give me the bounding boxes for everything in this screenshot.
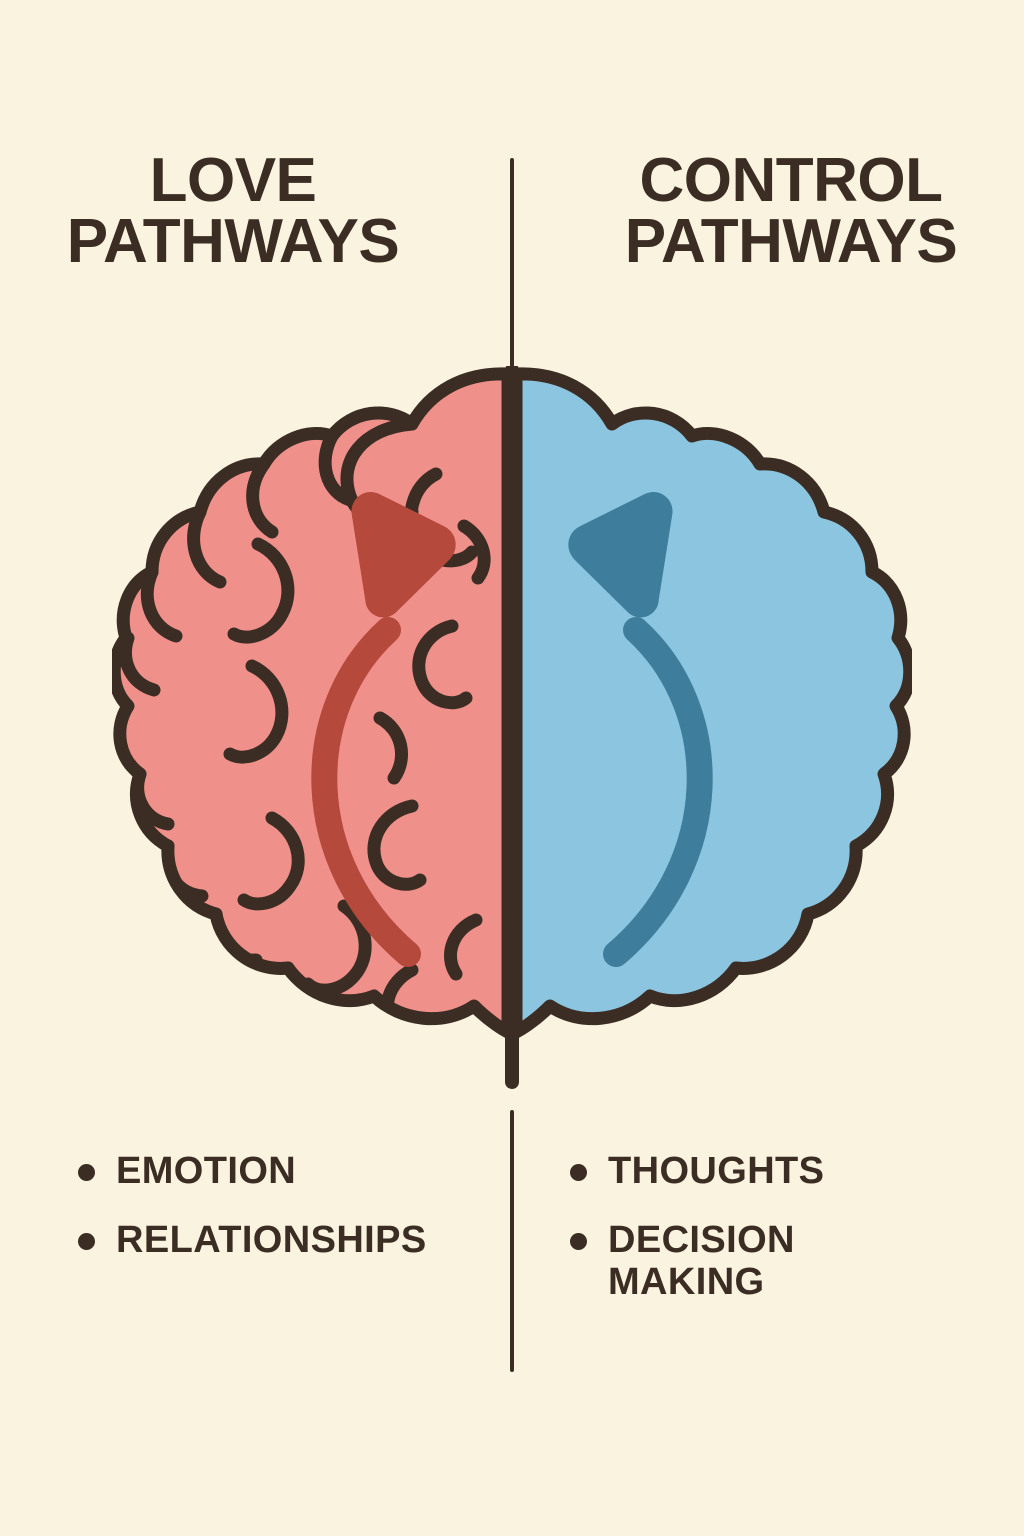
bullet-dot-icon xyxy=(570,1232,587,1250)
right-hemisphere xyxy=(516,374,910,1032)
right-title-line-2: PATHWAYS xyxy=(624,207,958,277)
list-item: DECISION MAKING xyxy=(570,1219,1004,1304)
left-bullet-list: EMOTION RELATIONSHIPS xyxy=(0,1150,512,1400)
left-title-line-1: LOVE xyxy=(149,146,317,215)
left-bullet-label-2: RELATIONSHIPS xyxy=(116,1218,427,1261)
left-title-line-2: PATHWAYS xyxy=(66,207,400,277)
list-item: RELATIONSHIPS xyxy=(78,1219,488,1262)
bullet-lists: EMOTION RELATIONSHIPS THOUGHTS DECISION … xyxy=(0,1150,1024,1400)
right-arrow-head xyxy=(568,492,673,618)
left-arrow-shaft xyxy=(311,617,421,967)
left-bullet-label-1: EMOTION xyxy=(116,1150,297,1192)
left-arrow-head xyxy=(351,492,456,618)
right-bullet-label-2: DECISION MAKING xyxy=(608,1218,795,1304)
bullet-dot-icon xyxy=(78,1232,95,1250)
bullet-dot-icon xyxy=(570,1164,587,1181)
right-column-title: CONTROL PATHWAYS xyxy=(512,146,1024,277)
right-title-line-1: CONTROL xyxy=(639,146,943,215)
right-hemisphere-body xyxy=(516,374,910,1032)
left-pathway-arrow xyxy=(311,492,456,967)
title-row: LOVE PATHWAYS CONTROL PATHWAYS xyxy=(0,146,1024,320)
brain-svg xyxy=(112,366,912,1089)
brain-illustration xyxy=(112,366,912,1102)
left-hemisphere xyxy=(114,374,508,1032)
vertical-divider-top xyxy=(510,158,514,376)
right-pathway-arrow xyxy=(568,492,713,967)
left-column-title: LOVE PATHWAYS xyxy=(0,146,512,277)
right-bullet-label-1: THOUGHTS xyxy=(608,1150,825,1192)
bullet-dot-icon xyxy=(78,1164,95,1181)
list-item: EMOTION xyxy=(78,1150,488,1193)
vertical-divider-bottom xyxy=(510,1110,514,1372)
right-arrow-shaft xyxy=(603,617,713,967)
list-item: THOUGHTS xyxy=(570,1150,1004,1193)
right-bullet-list: THOUGHTS DECISION MAKING xyxy=(512,1150,1024,1400)
